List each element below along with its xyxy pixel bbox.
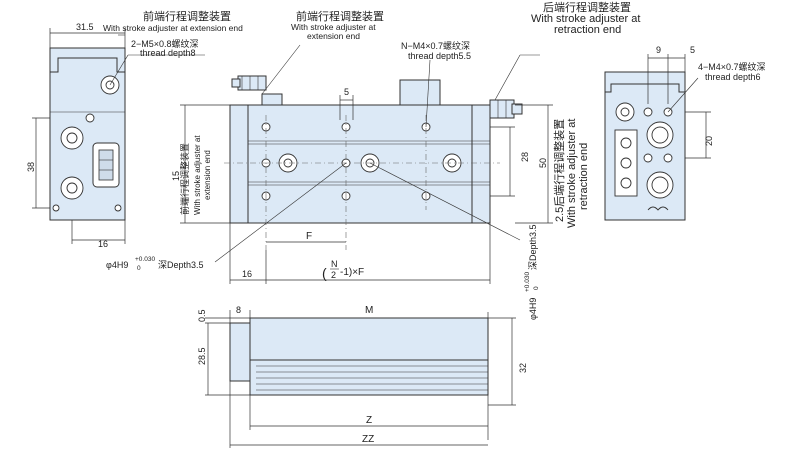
thread-m4-en: thread depth6 [705,72,761,82]
ext-adjuster-left-en: With stroke adjuster at extension end [103,23,243,33]
annotations: 前端行程调整装置 With stroke adjuster at extensi… [26,0,766,445]
dim-20: 20 [704,136,714,146]
side-ret-cn: 2.5后端行程调整装置 [552,119,566,222]
dim-ZZ: ZZ [362,434,374,445]
pin-hole-right-depth: 深Depth3.5 [528,224,538,270]
pin-hole-right-tol-up: +0.030 [524,272,531,292]
side-view [205,310,516,448]
ret-adjuster-cn: 后端行程调整装置 [543,0,631,14]
pin-hole-right-dia: φ4H9 [528,298,538,320]
dim-F: F [306,231,312,242]
side-ext-en1: With stroke adjuster at [193,135,202,215]
dim-32: 32 [518,363,528,373]
ret-adjuster-en2: retraction end [554,24,621,36]
thread-m5-en: thread depth8 [140,48,196,58]
dim-8: 8 [236,305,241,315]
thread-nm4-en: thread depth5.5 [408,51,471,61]
dim-9: 9 [656,45,661,55]
main-top-view [180,44,553,284]
pin-hole-left: φ4H9 [106,260,128,270]
dim-Z: Z [366,415,372,426]
thread-m5-cn: 2−M5×0.8螺纹深 [131,38,199,49]
right-end-view [604,54,711,221]
dim-28: 28 [520,152,530,162]
pin-hole-left-tol-up: +0.030 [135,256,155,263]
side-ext-cn: 前端行程调整装置 [179,143,190,215]
dim-5-right: 5 [690,45,695,55]
pin-hole-left-depth: 深Depth3.5 [158,260,204,270]
ret-adjuster-en1: With stroke adjuster at [531,13,640,25]
thread-m4-cn: 4−M4×0.7螺纹深 [698,61,766,72]
dim-16-end: 16 [98,239,108,249]
thread-nm4-cn: N−M4×0.7螺纹深 [401,40,470,51]
dim-0-5: 0.5 [197,309,207,322]
ext-adjuster-mid-cn: 前端行程调整装置 [296,9,384,23]
ext-adjuster-mid-en1: With stroke adjuster at [291,22,376,32]
side-ret-en2: retraction end [578,143,590,210]
formula-tail: -1)×F [340,267,364,278]
dim-15: 15 [171,171,181,181]
dim-28-5: 28.5 [197,347,207,365]
ext-adjuster-left-cn: 前端行程调整装置 [143,9,231,23]
dim-M: M [365,305,373,316]
dim-16-bottom: 16 [242,269,252,279]
side-ret-en1: With stroke adjuster at [566,119,578,228]
formula-n: N [331,259,338,269]
formula-open: ( [322,265,327,281]
pin-hole-right-tol-low: 0 [533,286,540,290]
dim-50: 50 [538,158,548,168]
formula-2: 2 [331,270,336,280]
left-end-view [32,28,205,244]
ext-adjuster-mid-en2: extension end [307,31,360,41]
side-ext-en2: extension end [203,150,212,200]
pin-hole-right: φ4H9 +0.030 0 深Depth3.5 [524,224,540,320]
pin-hole-left-tol-low: 0 [137,265,141,272]
dim-38: 38 [26,162,36,172]
dim-5-top: 5 [344,87,349,97]
dim-31-5: 31.5 [76,22,94,32]
